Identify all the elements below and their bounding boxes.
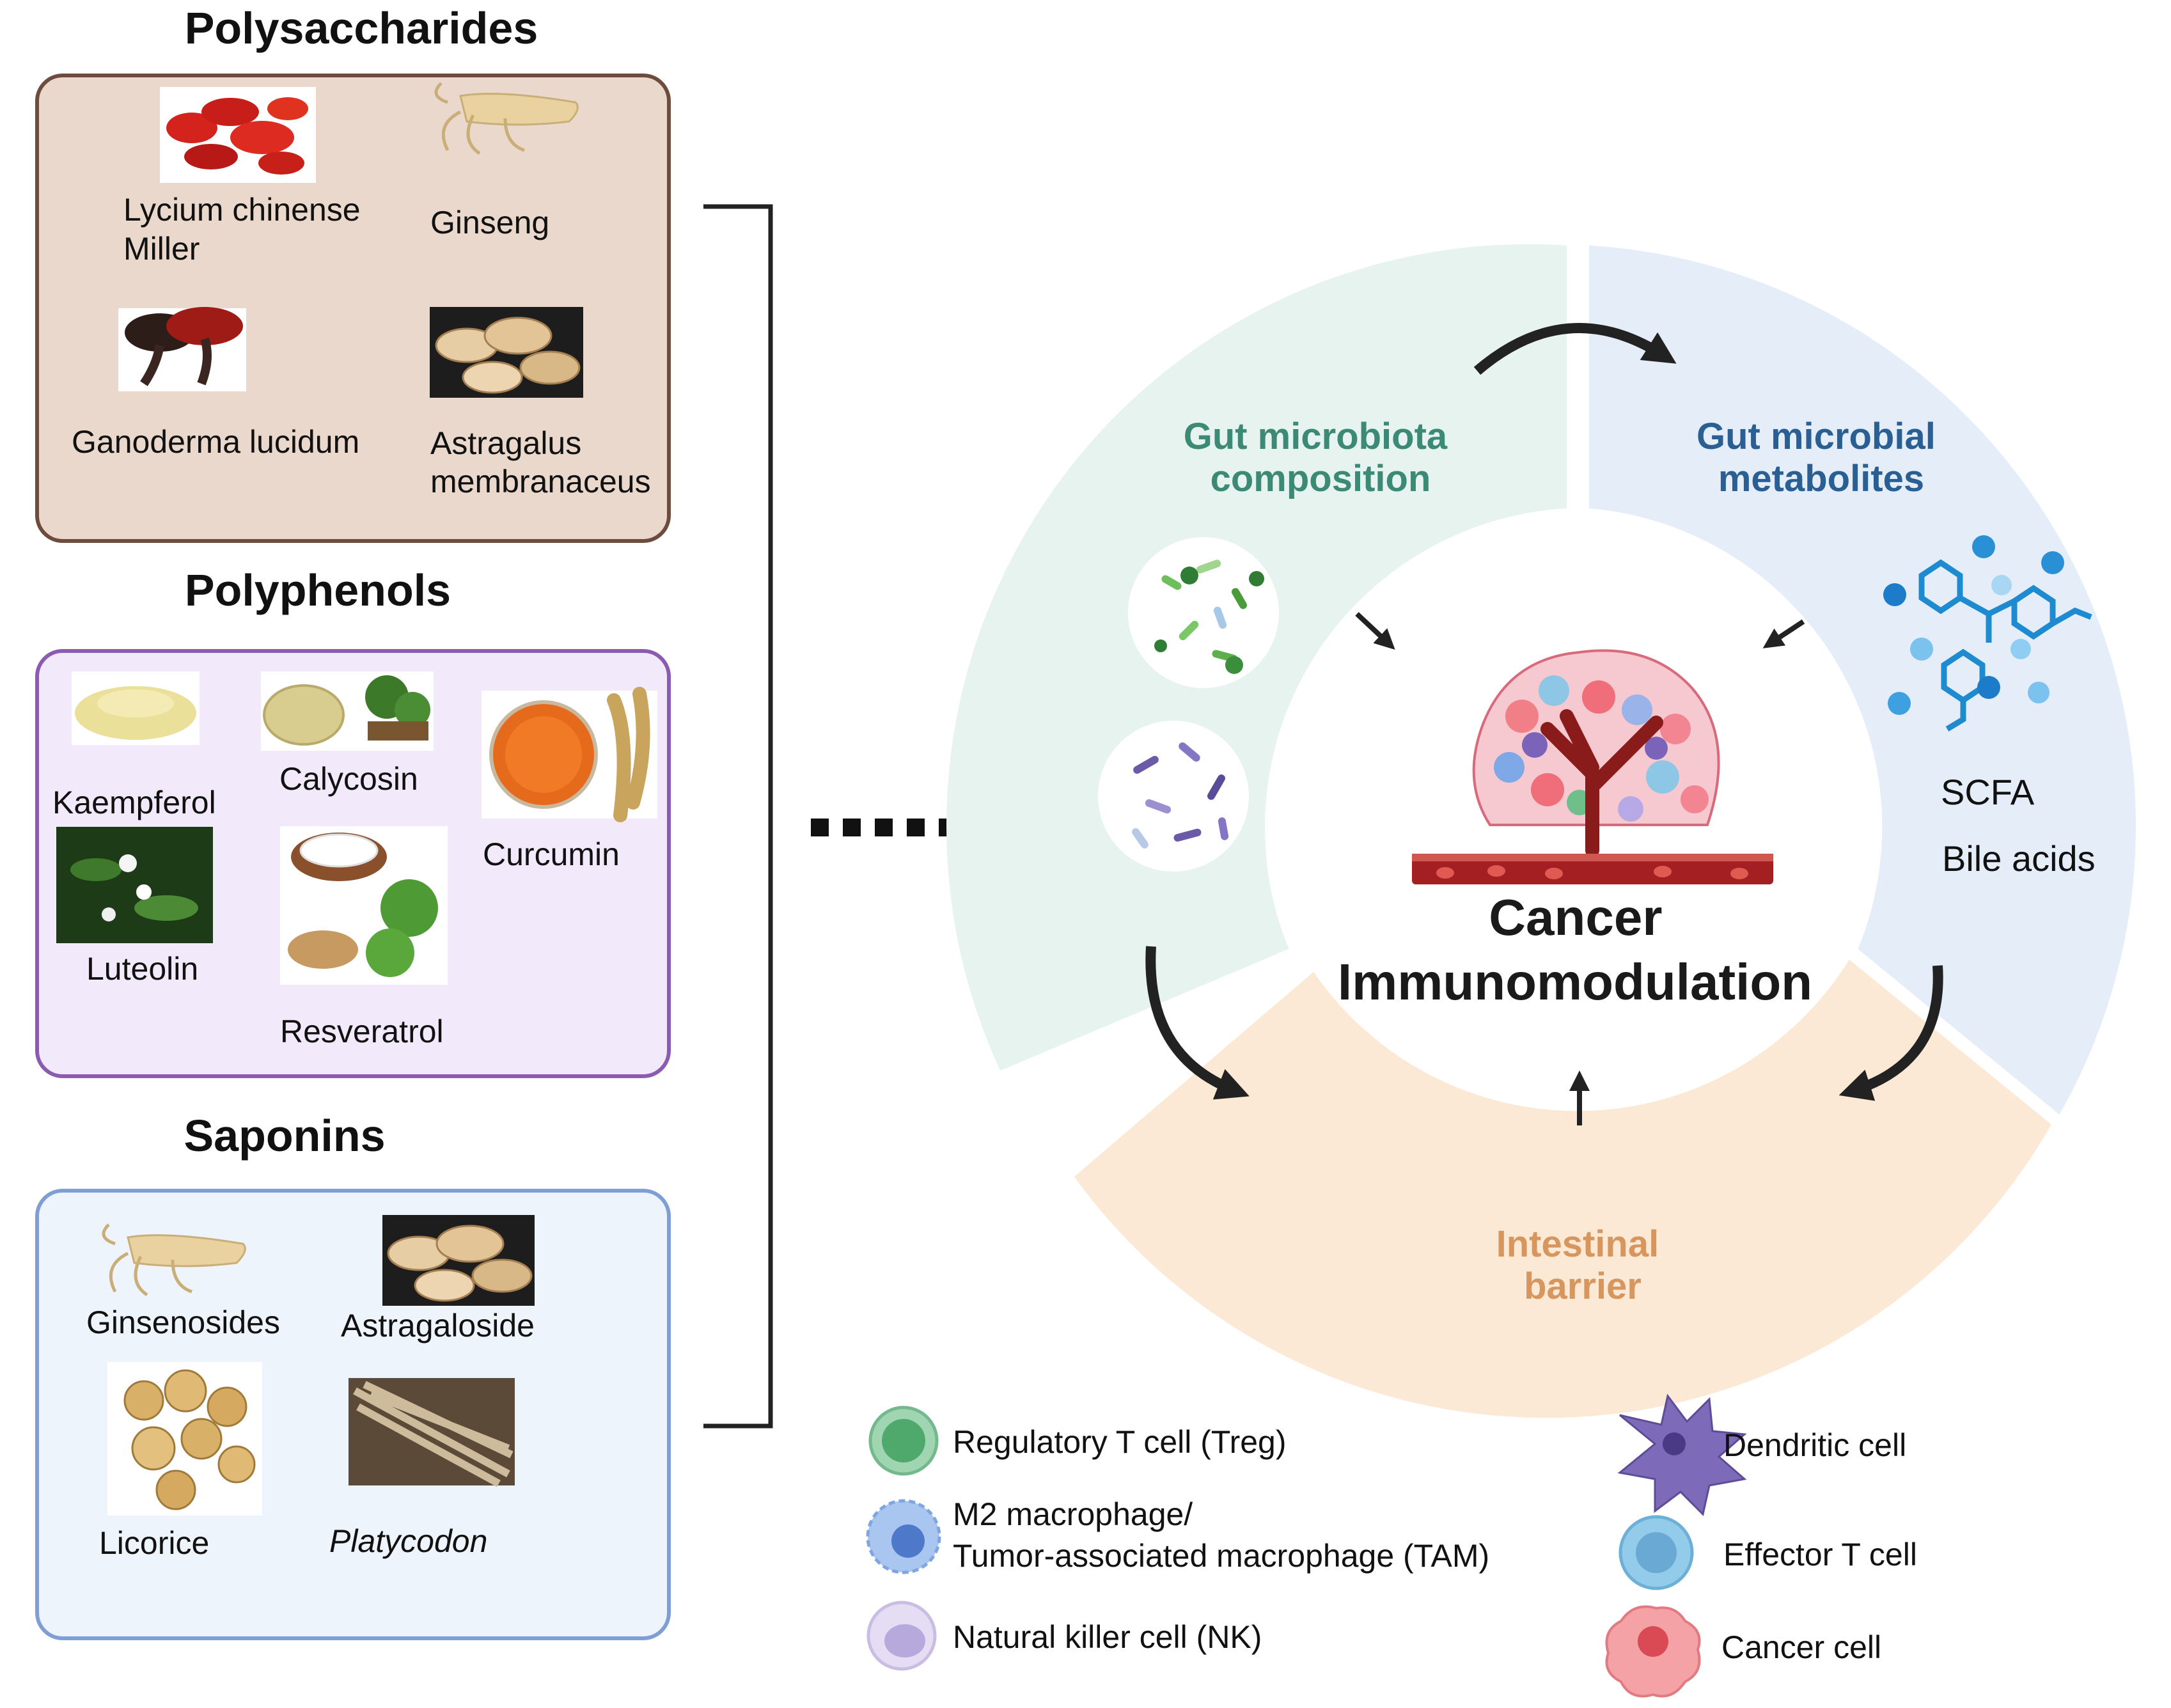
microbiota-cluster-purple: [1098, 721, 1249, 872]
polyphenols-title: Polyphenols: [185, 565, 451, 615]
ginseng-label: Ginseng: [430, 205, 549, 240]
astragalus-image: [430, 307, 583, 398]
resveratrol-label: Resveratrol: [280, 1014, 444, 1049]
legend-label-nk: Natural killer cell (NK): [953, 1619, 1262, 1655]
grouping-bracket: [703, 204, 773, 1429]
legend-label-cancer: Cancer cell: [1721, 1629, 1881, 1665]
center-title: Cancer Immunomodulation: [1338, 889, 1812, 1010]
legend: Regulatory T cell (Treg) M2 macrophage/ …: [866, 1393, 1917, 1698]
barrier-title: Intestinal barrier: [1496, 1223, 1670, 1307]
ganoderma-label: Ganoderma lucidum: [72, 424, 359, 460]
luteolin-image: [56, 827, 213, 943]
polyphenols-panel: Polyphenols Kaempferol Calycosin Curcumi…: [35, 565, 671, 1078]
calycosin-image: [261, 671, 434, 751]
tumor-illustration: [1412, 649, 1773, 884]
composition-to-center-arrow: [1355, 612, 1395, 650]
resveratrol-image: [280, 826, 448, 985]
astragaloside-image: [382, 1215, 535, 1306]
composition-title: Gut microbiota composition: [1184, 416, 1458, 499]
metabolites-segment: [1588, 245, 2136, 1115]
luteolin-label: Luteolin: [86, 951, 198, 987]
licorice-label: Licorice: [99, 1525, 209, 1561]
metabolite-list: SCFA Bile acids: [1941, 772, 2096, 879]
calycosin-label: Calycosin: [279, 761, 418, 797]
legend-item-nk: Natural killer cell (NK): [866, 1601, 1262, 1671]
ginsenosides-image: [102, 1223, 246, 1297]
astragaloside-label: Astragaloside: [341, 1308, 535, 1344]
legend-label-dendritic: Dendritic cell: [1723, 1427, 1906, 1463]
platycodon-label: Platycodon: [329, 1523, 487, 1559]
legend-item-macrophage: M2 macrophage/ Tumor-associated macropha…: [866, 1496, 1489, 1574]
kaempferol-label: Kaempferol: [52, 785, 216, 820]
licorice-image: [107, 1362, 262, 1516]
saponins-panel: Saponins Ginsenosides Astragaloside Lico…: [35, 1111, 671, 1640]
metabolite-molecules: [1883, 535, 2092, 732]
ganoderma-image: [118, 307, 246, 391]
legend-label-effector-t: Effector T cell: [1723, 1537, 1917, 1572]
ginsenosides-label: Ginsenosides: [86, 1305, 280, 1340]
legend-item-effector-t: Effector T cell: [1618, 1515, 1917, 1590]
microbiota-cluster-green: [1128, 537, 1279, 688]
ginseng-image: [434, 82, 579, 155]
curcumin-label: Curcumin: [483, 836, 620, 872]
legend-item-dendritic: Dendritic cell: [1617, 1393, 1906, 1516]
polysaccharides-panel: Polysaccharides Lycium chinense Miller G…: [35, 3, 671, 543]
legend-label-treg: Regulatory T cell (Treg): [953, 1424, 1286, 1460]
legend-item-cancer: Cancer cell: [1605, 1605, 1881, 1698]
lycium-image: [160, 87, 316, 183]
legend-item-treg: Regulatory T cell (Treg): [868, 1406, 1286, 1476]
barrier-segment: [1074, 959, 2051, 1418]
metabolites-to-barrier-arrow: [1838, 965, 1943, 1101]
saponins-title: Saponins: [184, 1111, 385, 1161]
legend-label-macrophage: M2 macrophage/ Tumor-associated macropha…: [953, 1496, 1489, 1574]
lycium-label: Lycium chinense Miller: [123, 192, 369, 267]
polysaccharides-box: [35, 74, 671, 543]
metabolites-title: Gut microbial metabolites: [1697, 416, 1946, 499]
platycodon-image: [349, 1378, 515, 1487]
kaempferol-image: [72, 671, 200, 745]
composition-to-barrier-arrow: [1145, 946, 1250, 1100]
dendritic-cell-icon: [1617, 1393, 1747, 1516]
curcumin-image: [482, 687, 657, 822]
composition-to-metabolites-arrow: [1473, 323, 1677, 375]
astragalus-label: Astragalus membranaceus: [430, 425, 651, 499]
metabolites-to-center-arrow: [1762, 619, 1805, 648]
polysaccharides-title: Polysaccharides: [185, 3, 538, 53]
